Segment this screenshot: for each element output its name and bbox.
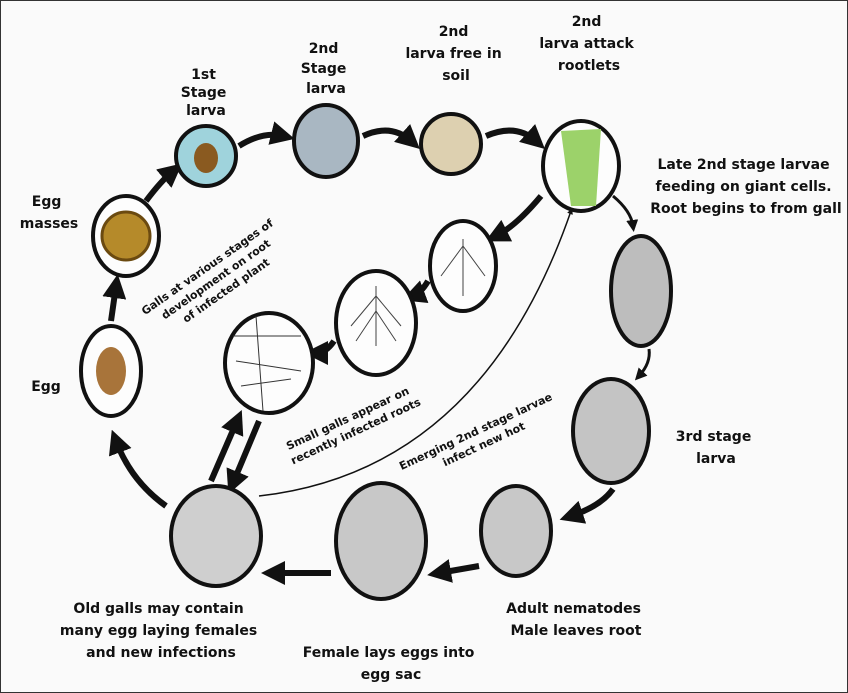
label-emerging: Emerging 2nd stage larvae infect new hot [397, 389, 564, 487]
arrow-icon [634, 348, 651, 381]
stage-old-galls [169, 484, 263, 588]
arrow-icon [304, 339, 337, 365]
label-old-galls: Old galls may contain many egg laying fe… [60, 601, 262, 661]
label-egg: Egg [31, 379, 61, 395]
arrow-icon [143, 163, 183, 203]
arrow-icon [237, 121, 295, 149]
arrow-icon [401, 279, 431, 304]
stage-female [334, 481, 428, 601]
stage-small-galls [334, 269, 418, 377]
stage-third [571, 377, 651, 485]
stage-second-larva [292, 103, 360, 179]
arrow-icon [559, 487, 616, 524]
label-female: Female lays eggs into egg sac [303, 645, 480, 683]
arrow-icon [361, 124, 420, 150]
label-adult: Adult nematodes Male leaves root [506, 601, 646, 639]
arrow-icon [612, 194, 639, 232]
arrow-icon [108, 429, 168, 509]
arrow-icon [208, 409, 244, 483]
arrow-icon [226, 419, 262, 495]
cycle-arrows [102, 121, 651, 585]
label-late-second: Late 2nd stage larvae feeding on giant c… [650, 157, 841, 217]
arrow-icon [485, 194, 544, 242]
label-second-stage: 2nd Stage larva [301, 41, 352, 97]
stage-galls-various [223, 311, 315, 415]
stage-late-second [609, 234, 673, 348]
label-attack-rootlets: 2nd larva attack rootlets [539, 14, 638, 74]
stage-adult [479, 484, 553, 578]
label-egg-masses: Egg masses [20, 194, 79, 232]
label-first-stage: 1st Stage larva [181, 67, 232, 119]
stage-egg [79, 324, 143, 418]
arrow-icon [484, 124, 545, 150]
arrow-icon [427, 559, 480, 583]
label-free-in-soil: 2nd larva free in soil [405, 24, 506, 84]
stage-root-system [428, 219, 498, 313]
stage-first-larva [174, 124, 238, 188]
stage-free-in-soil [419, 112, 483, 176]
label-third-stage: 3rd stage larva [676, 429, 756, 467]
infection-line [258, 208, 573, 497]
stage-egg-masses [91, 194, 161, 278]
arrow-icon [102, 274, 127, 322]
stage-attack-rootlets [541, 119, 621, 213]
